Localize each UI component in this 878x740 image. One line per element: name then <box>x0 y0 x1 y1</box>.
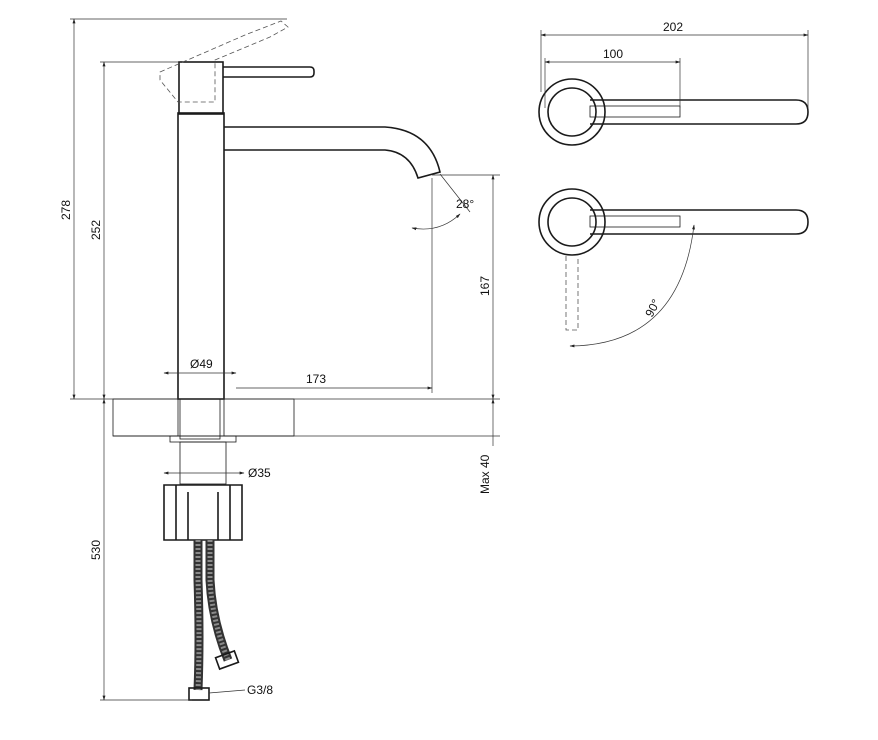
hose-1 <box>193 540 204 691</box>
shank-diameter-label: Ø35 <box>248 466 271 480</box>
lever-reach-label: 202 <box>663 20 683 34</box>
deck-hatch-left <box>112 398 179 437</box>
spout-angle-label: 28° <box>456 197 474 211</box>
hose-connector-1 <box>188 687 210 701</box>
shank-body <box>179 441 227 485</box>
top-view-handle-rotated: 90° <box>538 188 809 348</box>
shank <box>179 398 221 440</box>
total-height-label: 278 <box>59 200 73 220</box>
body-height-label: 252 <box>89 220 103 240</box>
lever-angle-label: 90° <box>642 297 663 320</box>
spout-angle-arc <box>411 213 461 231</box>
top-view-handle-closed: 202 100 <box>538 20 809 146</box>
body-diameter-label: Ø49 <box>190 357 213 371</box>
top-view-lever-slot <box>589 105 681 118</box>
max-deck-label: Max 40 <box>478 454 492 494</box>
side-view: 28° G3/8 Ø49 173 Ø35 <box>59 18 500 701</box>
top-view-2-lever-dashed <box>565 256 579 331</box>
spout-reach-label: 173 <box>306 372 326 386</box>
top-view-outer-ring <box>538 78 606 146</box>
lever-offset-label: 100 <box>603 47 623 61</box>
hose-2-inner <box>207 540 231 661</box>
hose-length-label: 530 <box>89 540 103 560</box>
faucet-top-cap <box>178 61 224 115</box>
hose-connector-2 <box>214 649 240 671</box>
lever-angle-arc <box>569 224 695 348</box>
top-view-inner-ring <box>547 87 597 137</box>
deck-hatch-right <box>223 398 295 437</box>
top-view-2-inner-ring <box>547 197 597 247</box>
handle-lever-dashed <box>159 20 289 103</box>
thread-label: G3/8 <box>247 683 273 697</box>
handle-lever <box>223 66 315 78</box>
hose-1-inner <box>195 540 202 691</box>
spout-height-label: 167 <box>478 276 492 296</box>
top-view-lever <box>590 99 809 125</box>
top-view-2-lever <box>590 209 809 235</box>
top-view-2-outer-ring <box>538 188 606 256</box>
fixing-nut <box>163 484 243 541</box>
spout <box>224 126 441 179</box>
top-view-2-lever-slot <box>589 215 681 228</box>
